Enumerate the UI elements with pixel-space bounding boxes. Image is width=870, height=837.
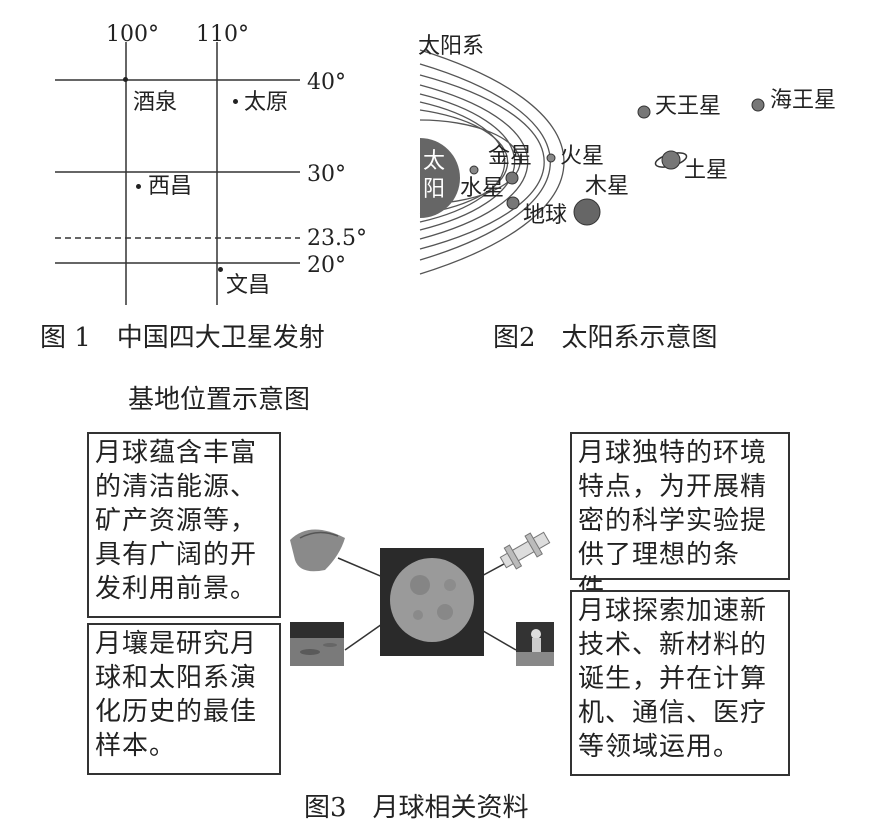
lat-label-40: 40° [307,70,346,95]
lon-label-110: 110° [196,22,249,47]
site-label-wenchang: 文昌 [226,273,271,298]
saturn-marker [661,150,681,170]
site-label-taiyuan: 太原 [244,90,289,115]
mercury-marker [469,165,479,175]
fig1-grid [55,42,300,305]
planet-label-venus: 金星 [488,144,533,169]
neptune-marker [751,98,765,112]
fig1-caption-line1: 图 1 中国四大卫星发射 [40,323,325,353]
mars-marker [546,153,556,163]
planet-label-uranus: 天王星 [655,94,722,119]
lon-label-100: 100° [106,22,159,47]
site-label-jiuquan: 酒泉 [133,90,178,115]
info-box-lunar-soil: 月壤是研究月球和太阳系演化历史的最佳样本。 [87,623,281,775]
planet-label-saturn: 土星 [684,158,729,183]
planet-label-mars: 火星 [560,144,605,169]
site-dot-wenchang [218,267,223,272]
lat-label-30: 30° [307,162,346,187]
jupiter-marker [573,198,601,226]
planet-label-jupiter: 木星 [585,174,630,199]
planet-label-earth: 地球 [523,203,568,228]
moon-icon [390,558,474,642]
site-label-xichang: 西昌 [148,174,193,199]
fig2-caption: 图2 太阳系示意图 [493,323,718,353]
info-box-technology: 月球探索加速新技术、新材料的诞生，并在计算机、通信、医疗等领域运用。 [570,590,790,776]
site-dot-jiuquan [123,77,128,82]
site-dot-taiyuan [233,99,238,104]
info-box-energy-resources: 月球蕴含丰富的清洁能源、矿产资源等，具有广阔的开发利用前景。 [87,432,281,618]
lat-label-23-5: 23.5° [307,226,367,251]
lunar-lander-icon [290,529,345,572]
site-dot-xichang [136,184,141,189]
info-box-environment: 月球独特的环境特点，为开展精密的科学实验提供了理想的条件。 [570,432,790,604]
planet-label-mercury: 水星 [460,176,505,201]
fig1-caption-line2: 基地位置示意图 [128,385,311,415]
astronaut-photo [516,622,554,666]
fig3-caption: 图3 月球相关资料 [304,793,529,823]
solar-system-diagram [419,49,765,275]
solar-system-title: 太阳系 [418,34,485,59]
lunar-soil-photo [290,622,344,666]
space-station-icon [499,531,551,570]
uranus-marker [637,105,651,119]
lat-label-20: 20° [307,253,346,278]
earth-marker [506,196,520,210]
planet-label-neptune: 海王星 [770,88,837,113]
sun-shape [420,138,460,218]
sun-label: 太阳 [423,149,446,202]
venus-marker [505,171,519,185]
